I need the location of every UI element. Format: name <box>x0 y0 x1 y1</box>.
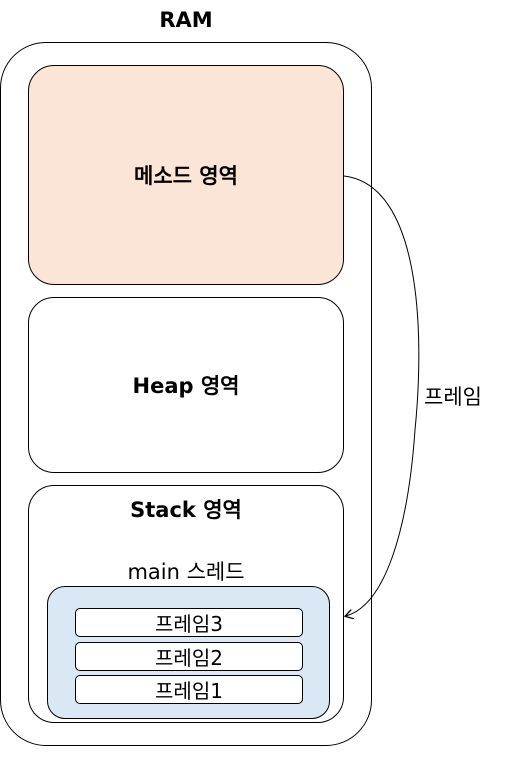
method-area-box: 메소드 영역 <box>28 65 344 285</box>
stack-frame-1: 프레임1 <box>75 675 303 704</box>
stack-frame-label: 프레임3 <box>155 612 223 636</box>
main-thread-label: main 스레드 <box>127 560 245 584</box>
frame-arrow-label: 프레임 <box>424 385 482 409</box>
stack-area-label: Stack 영역 <box>130 498 242 522</box>
heap-area-box: Heap 영역 <box>28 297 344 473</box>
heap-area-label: Heap 영역 <box>132 374 240 398</box>
stack-frame-3: 프레임3 <box>75 608 303 637</box>
ram-title: RAM <box>159 8 213 32</box>
frame-arrow-path <box>344 175 420 616</box>
stack-frame-label: 프레임1 <box>155 679 223 703</box>
stack-frame-2: 프레임2 <box>75 642 303 671</box>
stack-frame-label: 프레임2 <box>155 646 223 670</box>
method-area-label: 메소드 영역 <box>134 164 238 188</box>
